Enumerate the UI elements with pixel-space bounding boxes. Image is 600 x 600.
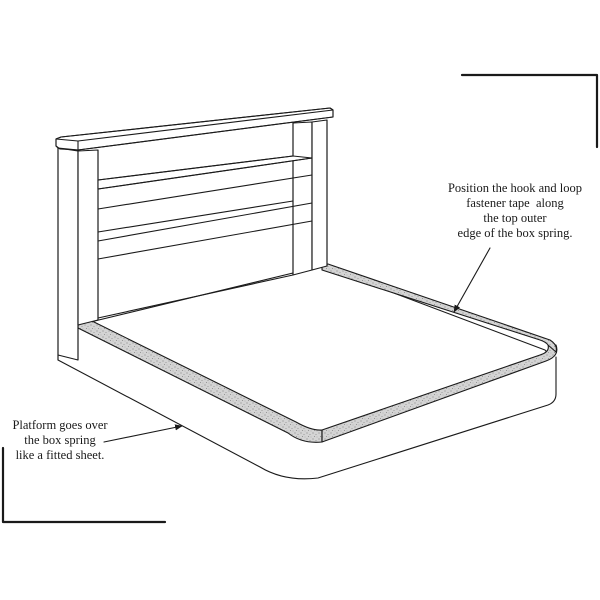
callout-hook-loop-line-2: fastener tape along (466, 196, 564, 210)
headboard-right-post (292, 119, 328, 276)
corner-bracket-top-right (460, 73, 599, 149)
callout-hook-loop-line-3: the top outer (483, 211, 547, 225)
callout-platform-line-1: Platform goes over (12, 418, 108, 432)
callout-hook-loop-line-4: edge of the box spring. (457, 226, 573, 240)
headboard-left-post (57, 147, 99, 361)
headboard-lower-shelf (97, 200, 313, 260)
callout-hook-loop-line-1: Position the hook and loop (447, 181, 583, 195)
headboard-upper-shelf (97, 155, 313, 210)
headboard-cap (55, 107, 334, 151)
callout-hook-loop-tape: Position the hook and loop fastener tape… (430, 181, 600, 241)
hook-loop-tape-edge (77, 263, 558, 443)
arrow-hook-loop (453, 247, 491, 313)
corner-bracket-bottom-left (1, 446, 167, 524)
callout-platform-line-3: like a fitted sheet. (15, 448, 105, 462)
callout-platform: Platform goes over the box spring like a… (0, 418, 120, 463)
arrow-platform (103, 424, 183, 443)
callout-platform-line-2: the box spring (24, 433, 96, 447)
